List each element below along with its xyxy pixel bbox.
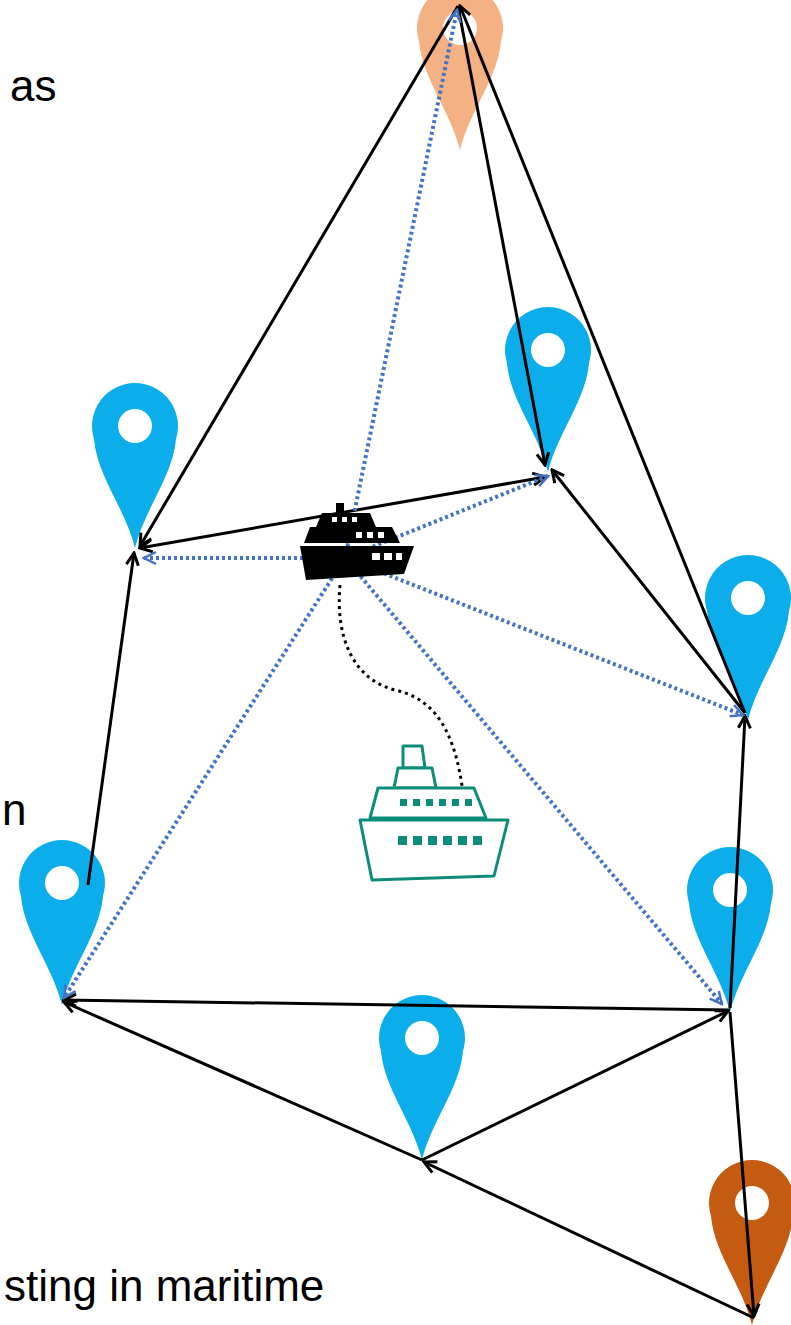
location-pin (379, 995, 465, 1160)
route-arrow (730, 716, 745, 1008)
ship-icon (300, 503, 414, 580)
route-arrow (140, 477, 545, 548)
text-fragment: n (2, 786, 26, 834)
route-arrow (88, 553, 134, 885)
broadcast-line (345, 558, 743, 715)
route-arrows (64, 6, 754, 1318)
location-pin (505, 307, 591, 472)
broadcast-line (345, 10, 457, 558)
destination-pin (709, 1160, 791, 1325)
route-arrow (730, 1012, 754, 1316)
location-pin (92, 383, 178, 548)
route-arrow (422, 1011, 728, 1160)
broadcast-line (345, 476, 548, 558)
broadcast-lines (64, 10, 743, 1004)
location-pins (19, 150, 791, 1325)
text-fragment: sting in maritime (4, 1262, 324, 1310)
ship-outline-icon (360, 746, 508, 880)
route-arrow (64, 1002, 422, 1160)
route-arrow (424, 1162, 754, 1318)
broadcast-line (64, 558, 345, 998)
broadcast-line (345, 558, 722, 1004)
text-fragment: as (10, 62, 56, 110)
route-arrow (140, 6, 458, 546)
location-pin (705, 555, 791, 720)
route-arrow (458, 6, 545, 465)
route-arrow (64, 1000, 730, 1010)
route-arrow (460, 6, 745, 713)
